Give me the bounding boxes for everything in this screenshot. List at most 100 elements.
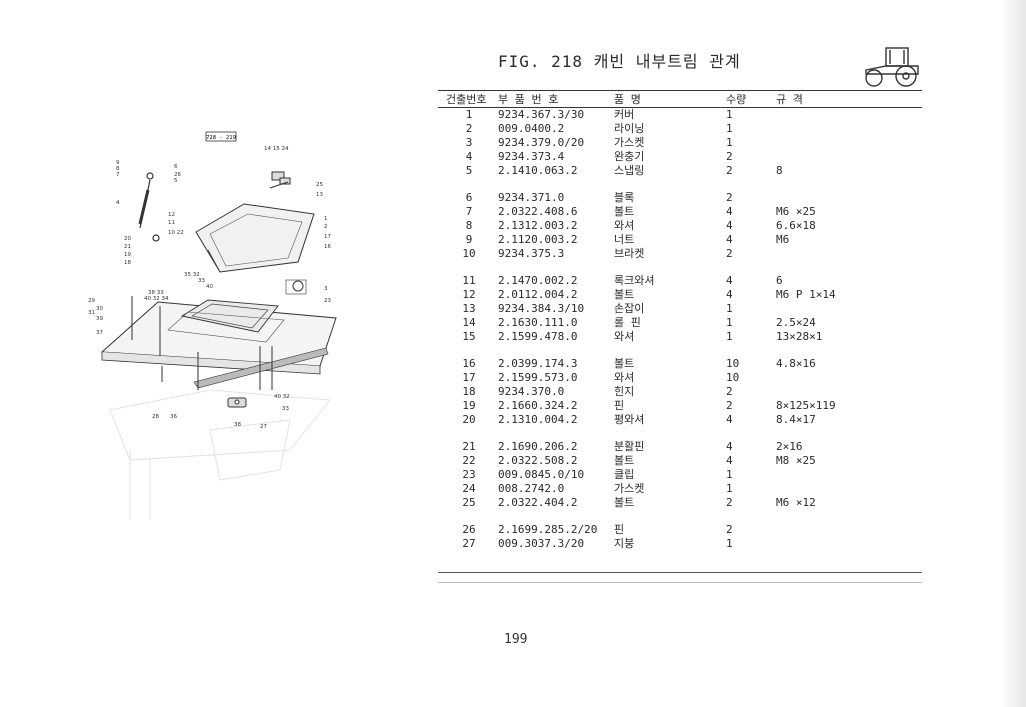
header-quantity: 수량	[726, 93, 747, 106]
row-index: 26	[462, 523, 476, 536]
svg-text:4: 4	[116, 200, 120, 206]
svg-text:28: 28	[152, 414, 159, 420]
row-index: 24	[462, 482, 476, 495]
row-quantity: 4	[726, 440, 733, 453]
row-name: 힌지	[614, 385, 635, 398]
row-spec: 8	[776, 164, 783, 177]
svg-text:3: 3	[324, 286, 328, 292]
row-name: 클립	[614, 468, 635, 481]
row-name: 볼트	[614, 454, 635, 467]
row-spec: M6 P 1×14	[776, 288, 836, 301]
row-index: 20	[462, 413, 476, 426]
page-number: 199	[504, 632, 528, 647]
row-name: 볼트	[614, 205, 635, 218]
bleed-through-rule	[438, 582, 922, 583]
row-part-number: 2.1599.573.0	[498, 371, 578, 384]
row-quantity: 2	[726, 523, 733, 536]
svg-text:33: 33	[198, 278, 205, 284]
row-name: 핀	[614, 523, 625, 536]
row-part-number: 009.0845.0/10	[498, 468, 585, 481]
row-name: 스냅링	[614, 164, 645, 177]
row-name: 록크와셔	[614, 274, 655, 287]
row-spec: M8 ×25	[776, 454, 816, 467]
svg-text:18: 18	[124, 260, 131, 266]
row-index: 1	[465, 108, 473, 121]
row-name: 브라켓	[614, 247, 645, 260]
row-part-number: 9234.384.3/10	[498, 302, 585, 315]
row-quantity: 4	[726, 413, 733, 426]
row-part-number: 2.1310.004.2	[498, 413, 578, 426]
row-index: 2	[465, 122, 473, 135]
row-name: 완충기	[614, 150, 645, 163]
header-index: 건출번호	[446, 93, 487, 106]
svg-text:35 32: 35 32	[184, 272, 200, 278]
svg-text:13: 13	[316, 192, 323, 198]
exploded-view-diagram: 728 - 219	[88, 131, 337, 430]
row-name: 블록	[614, 191, 635, 204]
row-spec: 13×28×1	[776, 330, 823, 343]
svg-text:25: 25	[316, 182, 323, 188]
row-quantity: 10	[726, 357, 740, 370]
row-quantity: 2	[726, 164, 733, 177]
row-name: 너트	[614, 233, 635, 246]
row-group-gap	[438, 427, 922, 440]
row-name: 핀	[614, 399, 625, 412]
row-quantity: 2	[726, 191, 733, 204]
row-part-number: 2.1120.003.2	[498, 233, 578, 246]
svg-text:33: 33	[282, 406, 289, 412]
svg-text:11: 11	[168, 220, 175, 226]
row-part-number: 008.2742.0	[498, 482, 565, 495]
svg-text:38: 38	[234, 422, 241, 428]
row-spec: 8×125×119	[776, 399, 836, 412]
row-quantity: 1	[726, 316, 733, 329]
svg-text:27: 27	[260, 424, 267, 430]
diagram-ref: 728 - 219	[206, 135, 236, 141]
svg-text:30: 30	[96, 306, 103, 312]
row-part-number: 009.3037.3/20	[498, 537, 585, 550]
svg-text:19: 19	[124, 252, 131, 258]
row-name: 와셔	[614, 219, 635, 232]
svg-text:40 32: 40 32	[274, 394, 290, 400]
row-name: 롤 핀	[614, 316, 641, 329]
row-index: 6	[465, 191, 473, 204]
header-spec: 규 격	[776, 93, 803, 106]
svg-text:36: 36	[170, 414, 177, 420]
row-index: 17	[462, 371, 476, 384]
svg-text:10 22: 10 22	[168, 230, 184, 236]
row-quantity: 2	[726, 399, 733, 412]
row-name: 분활핀	[614, 440, 645, 453]
row-index: 23	[462, 468, 476, 481]
svg-text:29: 29	[88, 298, 95, 304]
row-quantity: 1	[726, 108, 733, 121]
row-spec: M6	[776, 233, 790, 246]
row-name: 볼트	[614, 288, 635, 301]
svg-text:12: 12	[168, 212, 175, 218]
row-index: 16	[462, 357, 476, 370]
svg-text:9: 9	[116, 160, 120, 166]
svg-text:39: 39	[96, 316, 103, 322]
row-part-number: 2.0322.404.2	[498, 496, 578, 509]
row-name: 라이닝	[614, 122, 645, 135]
svg-text:7: 7	[116, 172, 120, 178]
row-index: 8	[465, 219, 473, 232]
row-spec: 4.8×16	[776, 357, 816, 370]
svg-text:38 33: 38 33	[148, 290, 164, 296]
